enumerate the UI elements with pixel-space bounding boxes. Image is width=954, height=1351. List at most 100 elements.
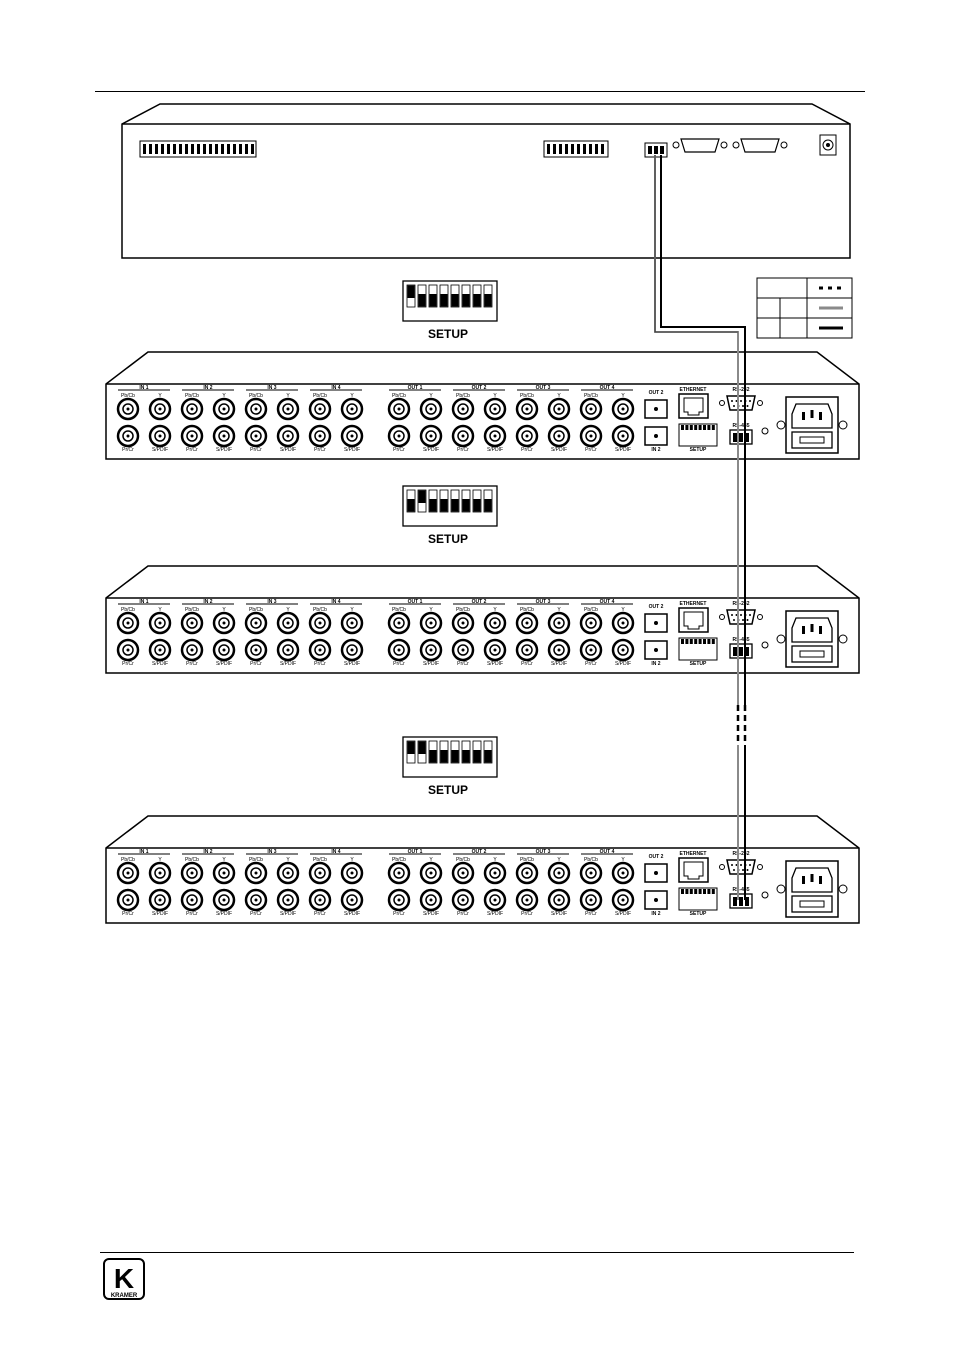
header-rule — [95, 91, 865, 92]
svg-text:IN 4: IN 4 — [331, 849, 340, 855]
svg-text:S/PDIF: S/PDIF — [487, 447, 503, 453]
dip-lever — [407, 741, 415, 754]
svg-text:S/PDIF: S/PDIF — [152, 661, 168, 667]
svg-text:Pb/Cb: Pb/Cb — [456, 393, 470, 399]
svg-text:S/PDIF: S/PDIF — [280, 661, 296, 667]
svg-text:OUT 2: OUT 2 — [472, 385, 487, 391]
svg-text:Pr/Cr: Pr/Cr — [457, 911, 469, 917]
svg-text:Pr/Cr: Pr/Cr — [250, 911, 262, 917]
svg-text:OUT 3: OUT 3 — [536, 385, 551, 391]
svg-text:Pr/Cr: Pr/Cr — [457, 447, 469, 453]
svg-text:Pb/Cb: Pb/Cb — [121, 607, 135, 613]
svg-text:IN 1: IN 1 — [139, 849, 148, 855]
svg-text:Pb/Cb: Pb/Cb — [313, 607, 327, 613]
svg-text:Pr/Cr: Pr/Cr — [186, 447, 198, 453]
dip-lever — [462, 750, 470, 763]
svg-text:S/PDIF: S/PDIF — [280, 447, 296, 453]
dip-lever — [462, 499, 470, 512]
dip-lever — [418, 741, 426, 754]
svg-text:RS-232: RS-232 — [733, 851, 750, 857]
dip-lever — [462, 294, 470, 307]
svg-text:Pb/Cb: Pb/Cb — [520, 857, 534, 863]
power-inlet — [776, 610, 848, 668]
svg-text:Pr/Cr: Pr/Cr — [314, 911, 326, 917]
svg-text:Pr/Cr: Pr/Cr — [393, 661, 405, 667]
rs485-terminal: RS-485 — [729, 423, 753, 445]
svg-text:Pr/Cr: Pr/Cr — [122, 911, 134, 917]
svg-text:Pr/Cr: Pr/Cr — [457, 661, 469, 667]
svg-text:OUT 1: OUT 1 — [408, 385, 423, 391]
svg-text:Pb/Cb: Pb/Cb — [249, 857, 263, 863]
dip-lever — [451, 750, 459, 763]
dip-lever — [484, 294, 492, 307]
svg-text:Y: Y — [621, 607, 625, 613]
svg-text:OUT 1: OUT 1 — [408, 599, 423, 605]
svg-text:KRAMER: KRAMER — [111, 1293, 138, 1299]
svg-text:Pr/Cr: Pr/Cr — [122, 661, 134, 667]
dip-lever — [418, 490, 426, 503]
svg-text:S/PDIF: S/PDIF — [551, 661, 567, 667]
svg-text:SETUP: SETUP — [690, 447, 707, 453]
svg-text:Y: Y — [286, 393, 290, 399]
svg-text:OUT 2: OUT 2 — [649, 604, 664, 610]
svg-text:Y: Y — [222, 607, 226, 613]
setup-dip-switch-1: SETUP — [402, 280, 498, 341]
svg-text:OUT 3: OUT 3 — [536, 849, 551, 855]
svg-text:S/PDIF: S/PDIF — [344, 447, 360, 453]
dip-lever — [473, 294, 481, 307]
svg-text:IN 2: IN 2 — [651, 911, 660, 917]
svg-text:Pr/Cr: Pr/Cr — [585, 911, 597, 917]
svg-text:OUT 1: OUT 1 — [408, 849, 423, 855]
svg-text:Y: Y — [158, 393, 162, 399]
dip-lever — [451, 499, 459, 512]
svg-text:RS-485: RS-485 — [733, 887, 750, 893]
svg-text:OUT 2: OUT 2 — [649, 854, 664, 860]
svg-text:Y: Y — [158, 607, 162, 613]
svg-text:Y: Y — [350, 607, 354, 613]
svg-text:RS-485: RS-485 — [733, 637, 750, 643]
dip-lever — [418, 294, 426, 307]
svg-text:IN 3: IN 3 — [267, 599, 276, 605]
dip-lever — [429, 294, 437, 307]
svg-text:S/PDIF: S/PDIF — [615, 661, 631, 667]
svg-text:K: K — [114, 1263, 134, 1294]
controller-device — [121, 103, 851, 259]
svg-text:Pb/Cb: Pb/Cb — [313, 857, 327, 863]
ethernet-port: ETHERNET — [678, 387, 709, 419]
power-led — [761, 641, 769, 649]
svg-text:Y: Y — [557, 607, 561, 613]
svg-text:S/PDIF: S/PDIF — [487, 911, 503, 917]
svg-text:Pb/Cb: Pb/Cb — [392, 607, 406, 613]
dip-lever — [429, 750, 437, 763]
unit-setup-switch: SETUP — [678, 887, 718, 917]
svg-text:Pb/Cb: Pb/Cb — [185, 393, 199, 399]
svg-text:Pr/Cr: Pr/Cr — [314, 447, 326, 453]
svg-text:S/PDIF: S/PDIF — [423, 911, 439, 917]
rs485-terminal: RS-485 — [729, 637, 753, 659]
ethernet-port: ETHERNET — [678, 851, 709, 883]
svg-text:IN 2: IN 2 — [203, 849, 212, 855]
svg-text:S/PDIF: S/PDIF — [487, 661, 503, 667]
svg-text:Pb/Cb: Pb/Cb — [392, 393, 406, 399]
svg-text:Y: Y — [286, 607, 290, 613]
svg-text:OUT 4: OUT 4 — [600, 385, 615, 391]
svg-text:Pb/Cb: Pb/Cb — [392, 857, 406, 863]
svg-text:Pr/Cr: Pr/Cr — [521, 661, 533, 667]
svg-text:S/PDIF: S/PDIF — [551, 911, 567, 917]
svg-text:IN 1: IN 1 — [139, 599, 148, 605]
svg-text:SETUP: SETUP — [690, 911, 707, 917]
svg-text:Y: Y — [429, 393, 433, 399]
svg-text:RS-232: RS-232 — [733, 601, 750, 607]
svg-text:Pb/Cb: Pb/Cb — [313, 393, 327, 399]
svg-text:S/PDIF: S/PDIF — [344, 661, 360, 667]
unit-setup-switch: SETUP — [678, 637, 718, 667]
